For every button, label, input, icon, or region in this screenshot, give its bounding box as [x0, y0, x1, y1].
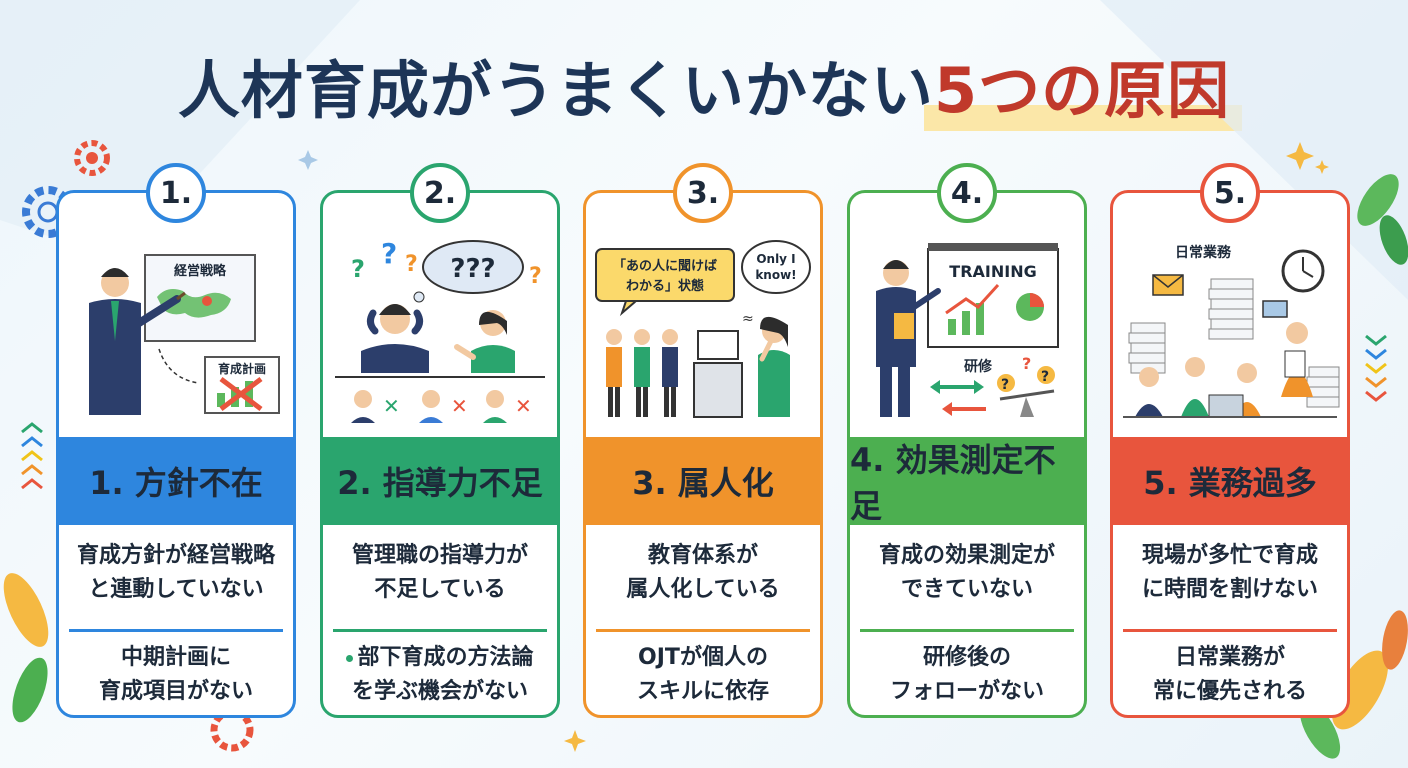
sub-line-2: 育成項目がない — [98, 679, 253, 704]
label-strategy: 経営戦略 — [174, 263, 227, 279]
svg-text:?: ? — [1001, 377, 1009, 393]
illustration-training: TRAINING 研修 ? ? ? — [876, 243, 1059, 417]
sub-line-2: スキルに依存 — [636, 679, 769, 704]
cause-card-2: 2. ??? ? ? ? ? ✕ ✕ ✕ 2. 指導力不足 管理職の指導力が 不… — [320, 163, 560, 718]
sparkle-decor — [564, 142, 1329, 752]
title-main: 人材育成がうまくいかない — [177, 54, 934, 127]
svg-text:?: ? — [1022, 354, 1031, 373]
card-sub-description: 中期計画に 育成項目がない — [59, 641, 293, 709]
chevron-decor-left — [21, 422, 43, 490]
label-training: 研修 — [964, 358, 993, 375]
cause-card-3: 3. 「あの人に聞けば わかる」状態 Only I know! ≈ 3. 属人化… — [583, 163, 823, 718]
card-heading: 3. 属人化 — [586, 437, 820, 525]
svg-text:✕: ✕ — [515, 394, 532, 418]
card-separator — [596, 629, 810, 632]
card-description: 育成方針が経営戦略 と連動していない — [59, 539, 293, 607]
svg-text:✕: ✕ — [383, 394, 400, 418]
illustration-strategy: 経営戦略 育成計画 — [89, 254, 280, 415]
svg-text:?: ? — [381, 237, 397, 270]
title-highlight-text: 5つの原因 — [933, 54, 1231, 127]
desc-line-2: に時間を割けない — [1141, 577, 1318, 602]
sub-line-1: 日常業務が — [1174, 645, 1285, 670]
desc-line-2: 不足している — [374, 577, 506, 602]
gear-icon — [210, 708, 254, 752]
label-bubble-a2: わかる」状態 — [626, 278, 704, 294]
envelope-icon — [1152, 274, 1184, 296]
card-number-badge: 4. — [937, 163, 997, 223]
envelope-icon — [1262, 300, 1288, 318]
illustration-busy-office: 日常業務 — [1123, 244, 1340, 418]
svg-text:?: ? — [405, 252, 418, 277]
card-heading: 5. 業務過多 — [1113, 437, 1347, 525]
sub-line-2: を学ぶ機会がない — [351, 679, 528, 704]
label-bubble-a1: 「あの人に聞けば — [613, 258, 717, 274]
sub-line-2: フォローがない — [889, 679, 1044, 704]
desc-line-1: 育成方針が経営戦略 — [76, 543, 275, 568]
desc-line-2: 属人化している — [626, 577, 780, 602]
card-heading: 4. 効果測定不足 — [850, 437, 1084, 525]
card-number-badge: 3. — [673, 163, 733, 223]
label-question-bubble: ??? — [450, 254, 495, 284]
label-plan: 育成計画 — [218, 361, 266, 376]
card-description: 現場が多忙で育成 に時間を割けない — [1113, 539, 1347, 607]
sub-line-1: 研修後の — [922, 645, 1011, 670]
card-description: 教育体系が 属人化している — [586, 539, 820, 607]
chevron-decor-right — [1365, 334, 1387, 402]
card-separator — [1123, 629, 1337, 632]
desc-line-2: と連動していない — [88, 577, 264, 602]
desc-line-2: できていない — [900, 577, 1033, 602]
sub-line-1-wrap: 部下育成の方法論 — [323, 641, 557, 675]
card-description: 育成の効果測定が できていない — [850, 539, 1084, 607]
card-separator — [333, 629, 547, 632]
bullet-dot — [346, 654, 354, 662]
svg-text:?: ? — [1041, 369, 1049, 385]
desc-line-1: 教育体系が — [647, 543, 758, 568]
svg-text:?: ? — [351, 255, 365, 283]
card-heading: 1. 方針不在 — [59, 437, 293, 525]
card-heading: 2. 指導力不足 — [323, 437, 557, 525]
gear-icon — [74, 140, 110, 176]
sub-line-2: 常に優先される — [1152, 679, 1307, 704]
svg-text:✕: ✕ — [451, 394, 468, 418]
sub-line-1: 部下育成の方法論 — [357, 645, 534, 670]
card-sub-description: OJTが個人の スキルに依存 — [586, 641, 820, 709]
desc-line-1: 管理職の指導力が — [351, 543, 528, 568]
label-bubble-b1: Only I — [756, 252, 795, 266]
card-number-badge: 2. — [410, 163, 470, 223]
card-separator — [860, 629, 1074, 632]
desc-line-1: 現場が多忙で育成 — [1141, 543, 1318, 568]
cause-card-5: 5. 日常業務 5. 業務過多 現場が多忙で育成 に時間を割けない 日常業務が … — [1110, 163, 1350, 718]
desc-line-1: 育成の効果測定が — [878, 543, 1055, 568]
card-sub-description: 部下育成の方法論 を学ぶ機会がない — [323, 641, 557, 709]
title-highlight: 5つの原因 — [923, 54, 1243, 131]
card-sub-description: 研修後の フォローがない — [850, 641, 1084, 709]
cause-card-1: 1. 経営戦略 育成計画 1. 方針不在 育成方針が経営戦略 と連動していない … — [56, 163, 296, 718]
illustration-siloed-knowledge: 「あの人に聞けば わかる」状態 Only I know! ≈ — [595, 240, 811, 418]
sub-line-1: OJTが個人の — [638, 645, 768, 670]
label-bubble-b2: know! — [755, 268, 796, 282]
card-number-badge: 5. — [1200, 163, 1260, 223]
sub-line-1: 中期計画に — [120, 645, 231, 670]
label-daily-work: 日常業務 — [1175, 244, 1232, 261]
card-number-badge: 1. — [146, 163, 206, 223]
cause-card-4: 4. TRAINING 研修 ? ? ? 4. 効果測定不足 育成の効果測定が … — [847, 163, 1087, 718]
svg-text:≈: ≈ — [742, 311, 754, 327]
card-sub-description: 日常業務が 常に優先される — [1113, 641, 1347, 709]
illustration-confused-manager: ??? ? ? ? ? ✕ ✕ ✕ — [335, 237, 545, 423]
svg-text:?: ? — [529, 264, 542, 289]
card-description: 管理職の指導力が 不足している — [323, 539, 557, 607]
label-board: TRAINING — [949, 262, 1036, 281]
card-separator — [69, 629, 283, 632]
